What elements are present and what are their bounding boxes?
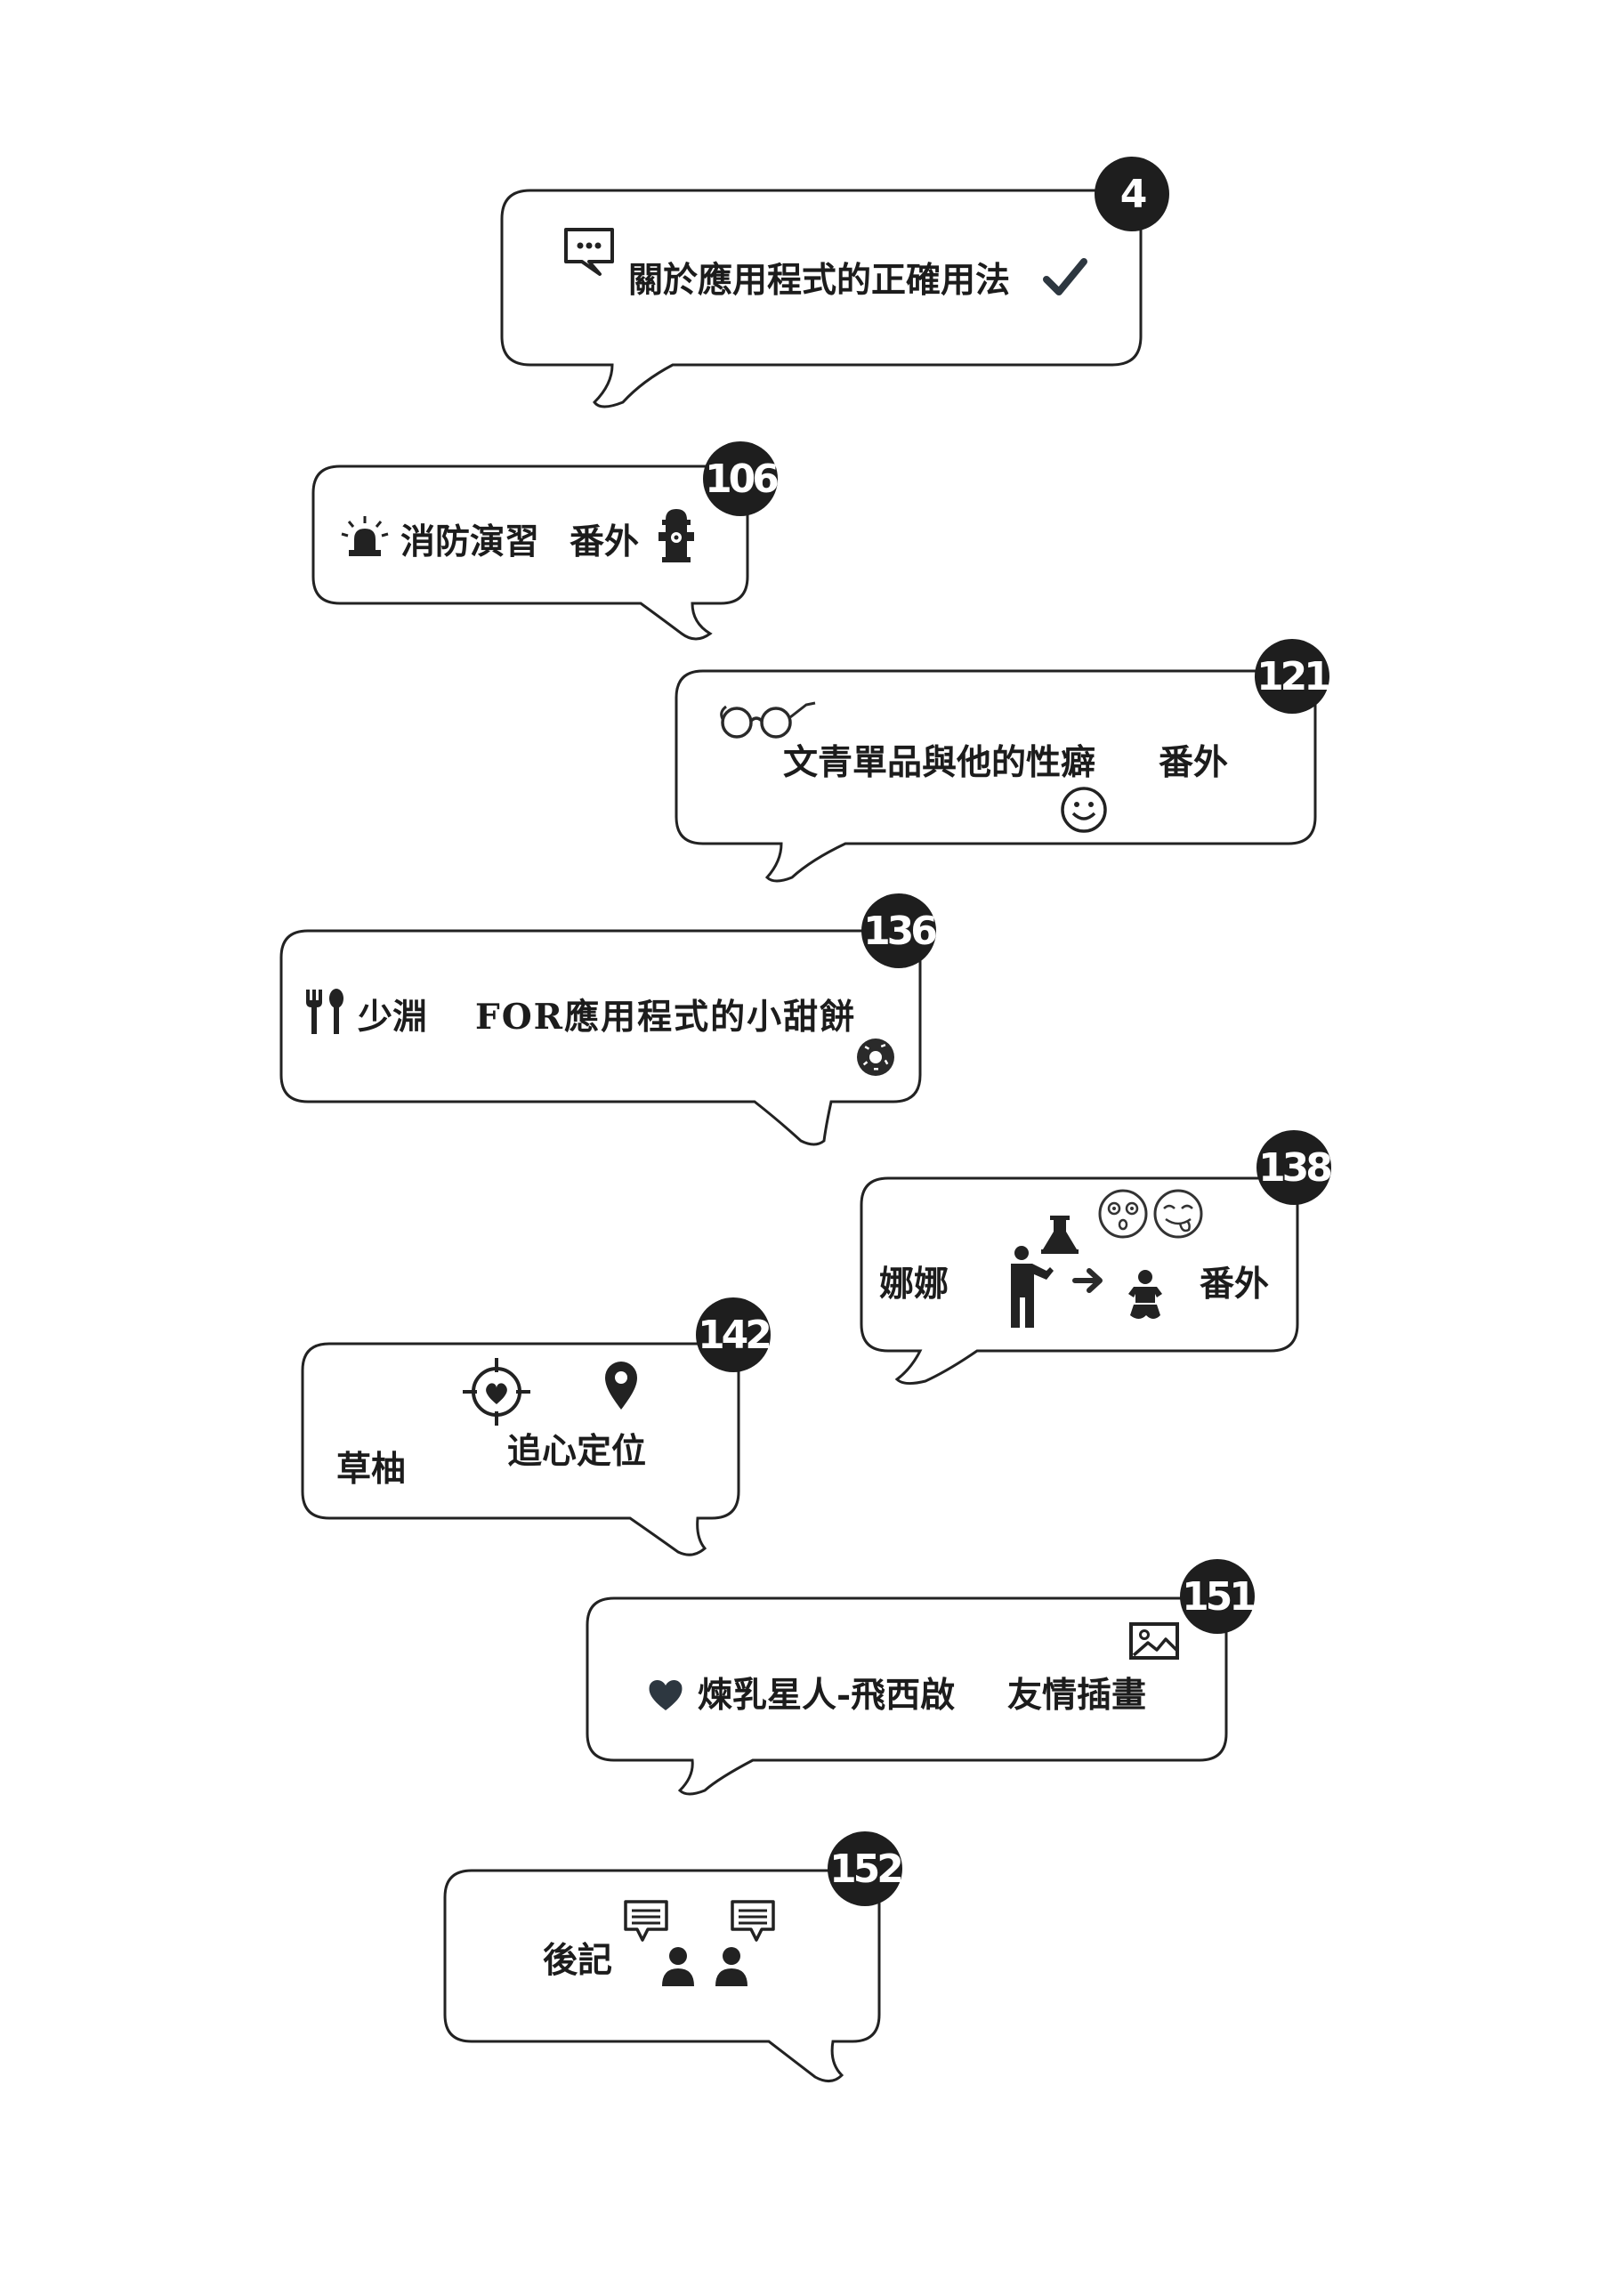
page-number-badge: 4	[1095, 157, 1169, 231]
fork-spoon-icon	[306, 989, 343, 1034]
toc-entry[interactable]: 142 追心定位 草柚	[0, 0, 1624, 1602]
entry-suffix: 番外	[570, 521, 640, 562]
toc-entry[interactable]: 121 文青單品與他的性癖 番外	[0, 0, 1624, 890]
glasses-icon	[720, 701, 816, 739]
smiley-icon	[1061, 787, 1107, 833]
entry-subtitle: 友情插畫	[1007, 1675, 1147, 1716]
toc-entry[interactable]: 136 少淵 FOR應用程式的小甜餅	[0, 0, 1624, 1157]
tongue-face-icon	[1153, 1189, 1203, 1239]
alarm-siren-icon	[341, 516, 389, 556]
entry-suffix: 番外	[1159, 742, 1229, 783]
entry-suffix: 番外	[1200, 1264, 1270, 1305]
chat-bubble-icon	[564, 228, 614, 276]
toc-entry[interactable]: 4 關於應用程式的正確用法	[0, 0, 1624, 418]
entry-title: 娜娜	[879, 1264, 949, 1305]
speech-bubble	[586, 1596, 1228, 1796]
entry-title: 文青單品與他的性癖	[783, 742, 1096, 783]
entry-title: 煉乳星人-飛西啟	[698, 1675, 956, 1716]
entry-title: 後記	[543, 1940, 613, 1981]
page-number-badge: 106	[703, 441, 780, 516]
entry-title: 草柚	[336, 1449, 407, 1490]
toc-entry[interactable]: 106 消防演習 番外	[0, 0, 1624, 659]
entry-title: 消防演習	[400, 521, 540, 562]
page-number-badge: 152	[828, 1831, 904, 1906]
flask-icon	[1041, 1216, 1079, 1254]
heart-icon	[649, 1680, 683, 1710]
speech-bubble	[500, 189, 1143, 408]
page-number-badge: 138	[1256, 1130, 1333, 1205]
message-icon	[624, 1900, 668, 1942]
image-icon	[1129, 1622, 1179, 1660]
person-icon	[715, 1947, 747, 1986]
map-pin-icon	[605, 1362, 637, 1410]
speech-bubble	[675, 669, 1317, 883]
entry-title: 關於應用程式的正確用法	[628, 260, 1011, 301]
person-icon	[662, 1947, 694, 1986]
surprised-face-icon	[1098, 1189, 1148, 1239]
page-number-badge: 136	[861, 893, 938, 968]
entry-subtitle: FOR應用程式的小甜餅	[475, 997, 857, 1038]
page-number-badge: 142	[696, 1297, 772, 1372]
speech-bubble	[443, 1869, 881, 2082]
donut-icon	[857, 1039, 894, 1076]
page-number-badge: 121	[1255, 639, 1331, 714]
heart-target-icon	[463, 1358, 530, 1426]
arrow-right-icon	[1072, 1268, 1103, 1293]
page-number-badge: 151	[1180, 1559, 1256, 1634]
fire-hydrant-icon	[658, 509, 694, 562]
toc-entry[interactable]: 152 後記	[0, 0, 1624, 2109]
entry-subtitle: 追心定位	[507, 1431, 647, 1472]
entry-title: 少淵	[358, 997, 428, 1038]
toc-entry[interactable]: 151 煉乳星人-飛西啟 友情插畫	[0, 0, 1624, 1842]
speech-bubble	[311, 465, 749, 641]
speech-bubble	[279, 929, 922, 1146]
person-icon	[1011, 1246, 1054, 1328]
toc-entry[interactable]: 138 娜娜 番外	[0, 0, 1624, 1424]
baby-icon	[1128, 1270, 1162, 1319]
message-icon	[731, 1900, 775, 1942]
check-icon	[1043, 258, 1087, 295]
